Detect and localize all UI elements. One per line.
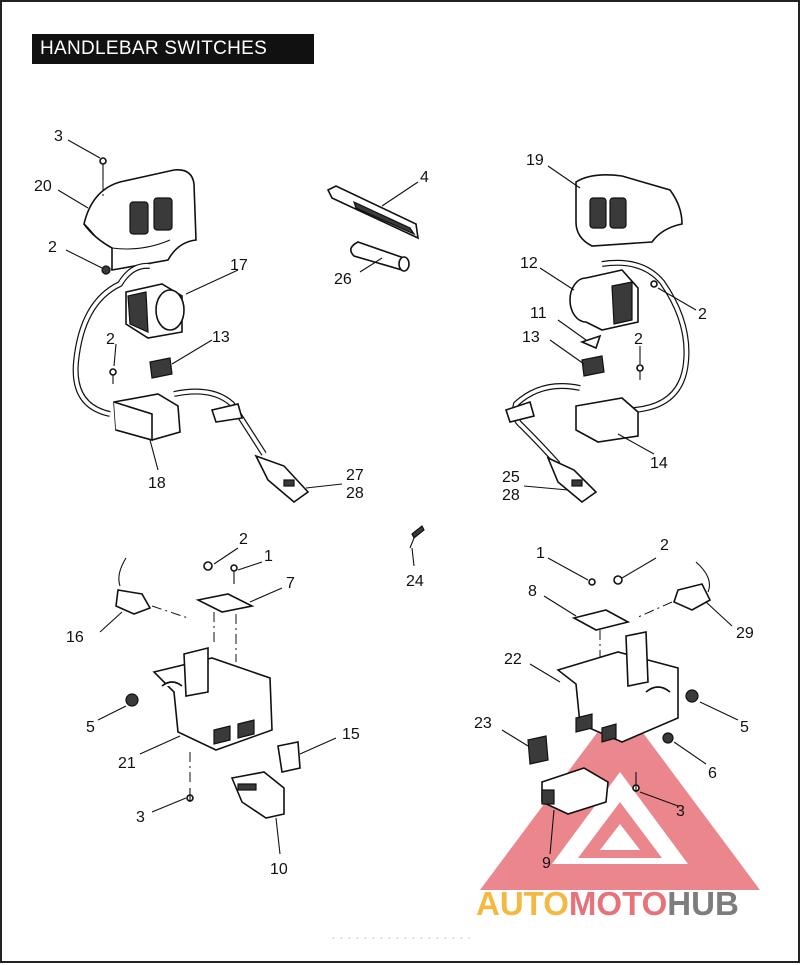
leader-lines xyxy=(57,139,739,855)
callout-21: 21 xyxy=(118,755,136,772)
callout-27: 27 xyxy=(346,467,364,484)
callout-11: 11 xyxy=(530,305,547,322)
callout-5: 5 xyxy=(86,719,95,736)
callout-17: 17 xyxy=(230,257,248,274)
part-29-switch-lower-right xyxy=(635,561,712,619)
callout-2: 2 xyxy=(239,531,248,548)
part-24-pin xyxy=(409,525,425,549)
part-5-bushing-lower-right xyxy=(685,689,699,703)
part-20-switch-housing-cover-left xyxy=(83,168,197,271)
part-23-cap-lower-right xyxy=(527,735,549,765)
part-15-cap-lower-left xyxy=(277,741,301,773)
part-6-screw-lower-right xyxy=(662,732,674,744)
callout-2: 2 xyxy=(698,306,707,323)
callout-14: 14 xyxy=(650,455,668,472)
callout-3: 3 xyxy=(54,128,63,145)
part-13-cap-left xyxy=(149,357,173,379)
callout-1: 1 xyxy=(264,548,273,565)
callout-26: 26 xyxy=(334,271,352,288)
watermark-hub: HUB xyxy=(667,885,739,922)
callout-15: 15 xyxy=(342,726,360,743)
callout-8: 8 xyxy=(528,583,537,600)
callout-2: 2 xyxy=(48,239,57,256)
part-13-cap-right xyxy=(581,355,605,377)
callout-28: 28 xyxy=(346,485,364,502)
part-26-sleeve xyxy=(350,241,410,272)
part-1-screw-lower-right xyxy=(588,578,596,586)
callout-2: 2 xyxy=(660,537,669,554)
callout-22: 22 xyxy=(504,651,522,668)
part-16-switch-lower-left xyxy=(115,557,189,619)
part-19-switch-housing-cover-right xyxy=(575,174,683,247)
callout-18: 18 xyxy=(148,475,166,492)
callout-16: 16 xyxy=(66,629,84,646)
callout-1: 1 xyxy=(536,545,545,562)
part-12-switch-right xyxy=(569,269,639,331)
part-4-cable-strap xyxy=(326,185,420,240)
part-10-switch-lower-left xyxy=(230,771,285,819)
part-3-screw-lower-right xyxy=(632,772,640,792)
part-14-switch-right xyxy=(575,397,639,443)
part-2-screw-left-b xyxy=(109,368,117,384)
callout-24: 24 xyxy=(406,573,424,590)
part-9-switch-lower-right xyxy=(541,767,609,815)
callout-3: 3 xyxy=(676,803,685,820)
part-2-screw-left-a xyxy=(101,265,111,275)
part-7-plate-lower-left xyxy=(195,593,255,613)
part-2-screw-right-a xyxy=(650,280,658,288)
callout-13: 13 xyxy=(212,329,230,346)
callout-13: 13 xyxy=(522,329,540,346)
callout-9: 9 xyxy=(542,855,551,872)
svg-text:AUTOMOTOHUB: AUTOMOTOHUB xyxy=(476,885,739,922)
part-27-28-connector-left xyxy=(210,403,310,504)
part-1-screw-lower-left xyxy=(230,564,238,584)
callout-29: 29 xyxy=(736,625,754,642)
callout-25: 25 xyxy=(502,469,520,486)
callout-6: 6 xyxy=(708,765,717,782)
callout-labels: 3 20 2 17 2 13 18 27 28 4 26 19 12 2 11 … xyxy=(34,128,754,878)
callout-5: 5 xyxy=(740,719,749,736)
part-8-plate-lower-right xyxy=(571,609,631,631)
watermark-moto: MOTO xyxy=(569,885,667,922)
part-2-screw-lower-right xyxy=(613,575,623,585)
callout-2: 2 xyxy=(634,331,643,348)
watermark-logo-triangle xyxy=(480,702,760,890)
part-11-clip-right xyxy=(579,334,602,350)
page-title: HANDLEBAR SWITCHES xyxy=(32,34,314,64)
part-18-switch-left xyxy=(113,393,181,442)
part-22-switch-housing-lower-right xyxy=(556,631,679,743)
callout-10: 10 xyxy=(270,861,288,878)
part-17-switch-left xyxy=(125,283,185,339)
part-5-bushing-lower-left xyxy=(125,693,139,707)
callout-3: 3 xyxy=(136,809,145,826)
callout-12: 12 xyxy=(520,255,538,272)
part-3-screw-lower-left xyxy=(186,788,194,802)
callout-28: 28 xyxy=(502,487,520,504)
callout-20: 20 xyxy=(34,178,52,195)
part-2-screw-lower-left xyxy=(203,561,213,571)
part-2-screw-right-b xyxy=(636,364,644,380)
part-3-screw-top-left xyxy=(99,157,107,180)
callout-23: 23 xyxy=(474,715,492,732)
callout-7: 7 xyxy=(286,575,295,592)
part-21-switch-housing-lower-left xyxy=(152,646,273,751)
callout-19: 19 xyxy=(526,152,544,169)
callout-2: 2 xyxy=(106,331,115,348)
part-25-28-connector-right xyxy=(504,400,598,504)
watermark-brand-text: AUTOMOTOHUB xyxy=(476,885,739,922)
callout-4: 4 xyxy=(420,169,429,186)
watermark-auto: AUTO xyxy=(476,885,569,922)
